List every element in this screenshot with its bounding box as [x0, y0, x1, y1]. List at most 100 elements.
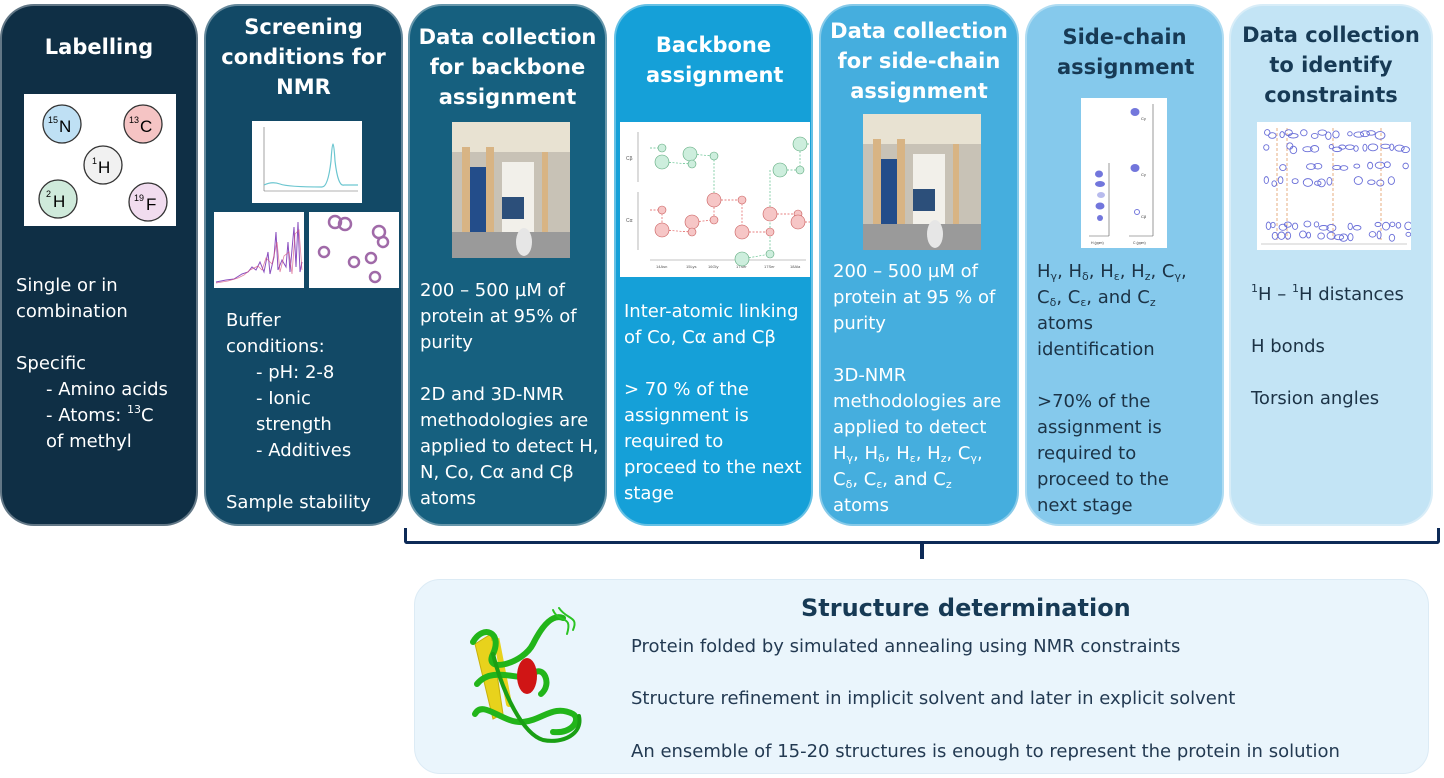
panel-screening: Screening conditions for NMR Buffer cond… — [204, 4, 403, 526]
axis-label: C (ppm) — [1133, 241, 1146, 245]
body-line: next stage — [1037, 495, 1133, 516]
noesy-peak — [1291, 178, 1299, 185]
row-label: Cα — [626, 218, 633, 224]
noesy-peak — [1306, 163, 1316, 170]
noesy-peak — [1277, 176, 1284, 185]
svg-text:1: 1 — [92, 156, 97, 166]
panel-body: Inter-atomic linking of Co, Cα and Cβ > … — [624, 299, 811, 507]
body-line: assignment is — [624, 405, 749, 426]
noesy-spectrum-figure — [1257, 122, 1413, 250]
panel-title: Data collection for side-chain assignmen… — [830, 19, 1008, 103]
svg-text:N: N — [59, 117, 71, 136]
body-line: - Atoms: 13C — [46, 403, 154, 426]
assignment-peak — [792, 136, 808, 152]
noesy-peak — [1402, 162, 1409, 170]
body-line: 200 – 500 µM of — [420, 280, 565, 301]
structure-line: Structure refinement in implicit solvent… — [631, 688, 1236, 709]
body-line: conditions: — [226, 336, 325, 357]
body-line: protein at 95% of — [420, 306, 577, 327]
body-line: Hγ, Hδ, Hε, Hz, Cγ, — [833, 443, 983, 465]
panel-backbone-data-collection: Data collection for backbone assignment … — [408, 4, 607, 526]
svg-text:F: F — [146, 195, 156, 214]
svg-text:13: 13 — [129, 115, 139, 125]
panel-title: Side-chain assignment — [1057, 25, 1195, 79]
noesy-peak — [1287, 133, 1299, 139]
noesy-peak — [1264, 129, 1271, 136]
chromatogram-plot — [263, 127, 358, 192]
body-line: Hγ, Hδ, Hε, Hz, Cγ, — [1037, 261, 1187, 283]
assignment-peak — [765, 249, 775, 259]
assignment-peak — [790, 214, 806, 230]
body-line: Specific — [16, 353, 87, 374]
residue-label: 15Lys — [686, 264, 697, 269]
body-line: strength — [256, 414, 332, 435]
body-line: of methyl — [46, 431, 132, 452]
body-line: Cδ, Cε, and Cz — [833, 469, 952, 491]
noesy-peak — [1289, 145, 1298, 155]
noesy-peak — [1263, 144, 1270, 151]
assignment-peak — [795, 165, 805, 175]
assignment-peak — [734, 224, 750, 240]
body-line: Torsion angles — [1251, 388, 1380, 409]
noesy-peak — [1374, 161, 1386, 169]
body-line: Single or in — [16, 275, 118, 296]
noesy-peak — [1389, 221, 1396, 228]
noesy-peak — [1317, 232, 1325, 240]
body-line: - Ionic — [256, 388, 311, 409]
body-line: Cδ, Cε, and Cz — [1037, 287, 1156, 309]
spectrum-plot — [215, 221, 303, 284]
panel-title: Screening conditions for NMR — [221, 15, 386, 99]
noesy-peak — [1332, 164, 1342, 171]
isotope-15N: 15 N — [42, 104, 82, 144]
isotope-figure: 15 N 13 C 1 H 2 H 19 F — [24, 94, 176, 226]
assignment-peak — [734, 251, 750, 267]
noesy-peak — [1318, 225, 1329, 231]
noesy-peak — [1270, 221, 1276, 229]
peak-label: Cβ — [1141, 214, 1147, 219]
panel-title: Labelling — [44, 35, 154, 59]
noesy-peak — [1394, 144, 1405, 152]
panel-labelling: Labelling 15 N 13 C 1 H 2 H — [0, 4, 198, 526]
noesy-peak — [1376, 230, 1382, 240]
noesy-peak — [1347, 233, 1354, 242]
body-line: of Co, Cα and Cβ — [624, 327, 776, 348]
row-label: Cβ — [626, 156, 633, 162]
noesy-peak — [1381, 221, 1391, 231]
noesy-peak — [1268, 132, 1277, 139]
assignment-peak — [709, 151, 719, 161]
svg-text:19: 19 — [134, 193, 144, 203]
noesy-peak — [1404, 221, 1413, 231]
svg-text:H: H — [98, 158, 110, 177]
panel-body: Buffer conditions: - pH: 2-8 - Ionic str… — [226, 308, 401, 516]
body-line: proceed to the — [1037, 469, 1169, 490]
noesy-peak — [1367, 143, 1379, 152]
body-line: - Amino acids — [46, 379, 168, 400]
noesy-peak — [1325, 131, 1332, 140]
noesy-peak — [1263, 176, 1269, 185]
noesy-peak — [1279, 131, 1285, 139]
noesy-peak — [1366, 130, 1376, 136]
assignment-peak — [765, 227, 775, 237]
noesy-peak — [1299, 230, 1307, 239]
panel-title: Backbone assignment — [646, 33, 784, 87]
noesy-peak — [1353, 176, 1363, 185]
body-line: applied to detect — [833, 417, 987, 438]
noesy-spectrum-plot — [1261, 128, 1413, 245]
body-line: - pH: 2-8 — [256, 362, 335, 383]
noesy-peak — [1389, 143, 1395, 151]
noesy-peak — [1347, 131, 1353, 137]
spectrometer-drawing — [863, 114, 981, 250]
noesy-peak — [1387, 176, 1395, 185]
panel-constraints: Data collection to identify constraints … — [1229, 4, 1433, 526]
body-line: 2D and 3D-NMR — [420, 384, 564, 405]
isotope-circles: 15 N 13 C 1 H 2 H 19 F — [38, 104, 168, 222]
body-line: purity — [833, 313, 886, 334]
body-line: combination — [16, 301, 128, 322]
noesy-peak — [1326, 176, 1333, 186]
residue-label: 17Ser — [736, 264, 747, 269]
body-line: >70% of the — [1037, 391, 1151, 412]
noesy-peak — [1360, 130, 1370, 138]
residue-label: 14Asn — [656, 264, 667, 269]
